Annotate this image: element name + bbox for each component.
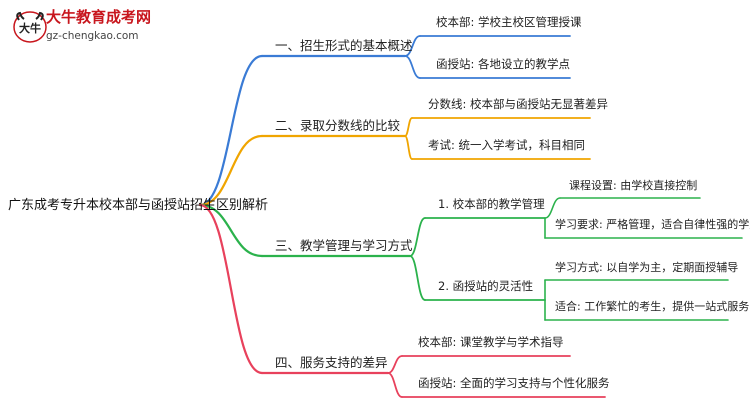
branch-4-label: 四、服务支持的差异 (275, 355, 388, 370)
root-topic: 广东成考专升本校本部与函授站招生区别解析 (8, 198, 269, 213)
branch-2-child-2: 考试: 统一入学考试，科目相同 (428, 138, 586, 152)
root-to-branch-2-link (198, 134, 264, 207)
branch-1-label: 一、招生形式的基本概述 (275, 38, 413, 53)
branch-4-child-1: 校本部: 课堂教学与学术指导 (418, 335, 564, 349)
root-to-branch-3-link (198, 203, 264, 258)
branch-3-child-1: 1. 校本部的教学管理 (438, 197, 545, 211)
leaf-course-setting: 课程设置: 由学校直接控制 (569, 179, 698, 192)
leaf-suitable-for: 适合: 工作繁忙的考生，提供一站式服务 (555, 300, 750, 313)
svg-text:大牛: 大牛 (19, 21, 41, 35)
leaf-study-requirement: 学习要求: 严格管理，适合自律性强的学生 (555, 218, 750, 231)
subbranch-1-leaf-1-link (544, 197, 561, 219)
root-to-branch-1-link (198, 54, 264, 207)
branch-2-child-2-link (404, 135, 413, 160)
root-to-branch-4-link (198, 203, 264, 375)
branch-2-child-1-link (404, 117, 413, 137)
branch-2-child-1: 分数线: 校本部与函授站无显著差异 (428, 97, 609, 111)
branch-2-label: 二、录取分数线的比较 (275, 118, 401, 133)
branch-4-child-2-link (387, 372, 403, 398)
branch-1-child-1: 校本部: 学校主校区管理授课 (436, 15, 582, 29)
site-logo: 大牛 大牛教育成考网 gz-chengkao.com (6, 6, 196, 46)
branch-1-child-2: 函授站: 各地设立的教学点 (436, 57, 571, 71)
branch-4-child-1-link (387, 355, 403, 374)
branch-3-child-2: 2. 函授站的灵活性 (438, 279, 534, 293)
leaf-study-mode: 学习方式: 以自学为主，定期面授辅导 (555, 261, 739, 274)
logo-url: gz-chengkao.com (46, 30, 139, 42)
branch-3-child-1-link (409, 217, 426, 257)
ox-logo-icon: 大牛 (13, 11, 47, 43)
branch-4-child-2: 函授站: 全面的学习支持与个性化服务 (418, 376, 610, 390)
branch-1-child-2-link (404, 55, 421, 79)
branch-3-label: 三、教学管理与学习方式 (275, 238, 413, 253)
logo-title: 大牛教育成考网 (46, 8, 152, 26)
branch-3-child-2-link (409, 255, 426, 301)
